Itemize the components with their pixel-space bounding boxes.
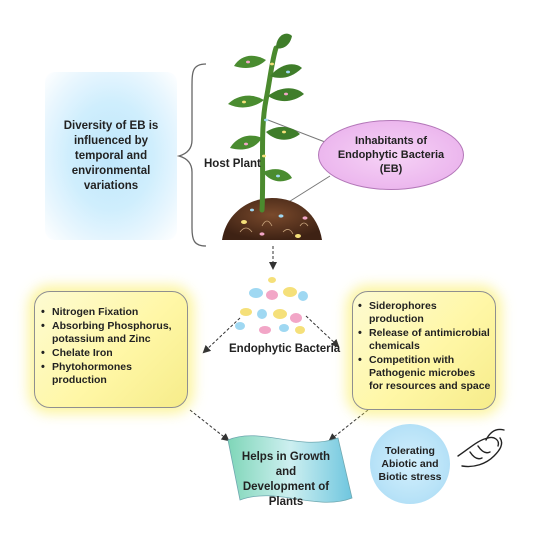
inhabitants-text: Inhabitants of Endophytic Bacteria (EB) (337, 135, 445, 175)
endophytic-bacteria-label: Endophytic Bacteria (229, 343, 341, 355)
tolerating-stress-text: Tolerating Abiotic and Biotic stress (378, 444, 442, 483)
diversity-text: Diversity of EB is influenced by tempora… (63, 119, 159, 192)
arrow-bacteria-to-left-box (202, 317, 241, 354)
helps-growth-text: Helps in Growth and Development of Plant… (241, 451, 331, 508)
arrow-bacteria-to-right-box (305, 315, 340, 348)
brace-left-icon (176, 63, 207, 247)
list-item: Siderophores production (358, 300, 492, 326)
host-plant-label: Host Plant (204, 158, 261, 170)
arrow-right-box-to-helps (328, 409, 369, 442)
tolerating-stress-circle: Tolerating Abiotic and Biotic stress (370, 424, 450, 504)
right-functions-list: Siderophores production Release of antim… (358, 300, 492, 394)
soil-mound-icon (222, 198, 322, 240)
helps-banner-shape (227, 435, 353, 503)
list-item: Competition with Pathogenic microbes for… (358, 354, 492, 393)
list-item: Absorbing Phosphorus, potassium and Zinc (41, 320, 183, 346)
host-plant-illustration (228, 33, 304, 213)
connector-line-top (267, 119, 326, 143)
left-functions-list: Nitrogen Fixation Absorbing Phosphorus, … (41, 306, 183, 388)
list-item: Chelate Iron (41, 347, 183, 360)
list-item: Nitrogen Fixation (41, 306, 183, 319)
bacteria-cluster-icon (235, 277, 308, 334)
inhabitants-ellipse: Inhabitants of Endophytic Bacteria (EB) (318, 120, 464, 190)
list-item: Release of antimicrobial chemicals (358, 327, 492, 353)
list-item: Phytohormones production (41, 361, 183, 387)
diversity-box: Diversity of EB is influenced by tempora… (45, 72, 177, 240)
handshake-icon (457, 428, 505, 468)
arrow-left-box-to-helps (189, 409, 230, 442)
